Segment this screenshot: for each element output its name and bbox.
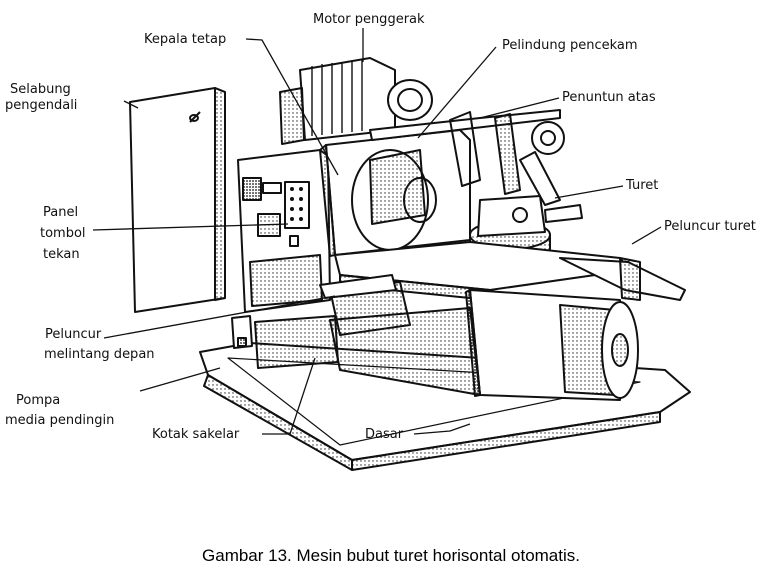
- label-panel: Panel: [43, 205, 79, 220]
- label-kotak-sakelar: Kotak sakelar: [152, 427, 240, 442]
- label-pengendali: pengendali: [5, 98, 78, 113]
- leader-lines: [92, 28, 662, 435]
- label-penuntun-atas: Penuntun atas: [562, 90, 656, 105]
- label-pompa: Pompa: [16, 393, 61, 408]
- headstock: [319, 129, 471, 257]
- figure-caption: Gambar 13. Mesin bubut turet horisontal …: [202, 546, 580, 565]
- label-turet: Turet: [626, 178, 659, 193]
- label-tekan: tekan: [43, 247, 80, 262]
- label-tombol: tombol: [40, 226, 86, 241]
- switch-box: [231, 307, 481, 396]
- drive-motor: [279, 57, 433, 145]
- turret-lathe-illustration: [92, 28, 691, 471]
- label-dasar: Dasar: [365, 427, 404, 442]
- label-pelindung-pencekam: Pelindung pencekam: [502, 38, 638, 53]
- turret: [469, 195, 583, 259]
- label-melintang-depan: melintang depan: [44, 347, 155, 362]
- label-media-pendingin: media pendingin: [5, 413, 115, 428]
- label-peluncur: Peluncur: [45, 327, 102, 342]
- label-selabung: Selabung: [10, 82, 71, 97]
- label-motor-penggerak: Motor penggerak: [313, 12, 425, 27]
- label-peluncur-turet: Peluncur turet: [664, 219, 756, 234]
- label-kepala-tetap: Kepala tetap: [144, 32, 227, 47]
- upper-guide-rail: [369, 109, 565, 206]
- spindle-drum: [465, 289, 639, 401]
- control-cabinet: [129, 87, 226, 313]
- turret-slide: [559, 257, 686, 301]
- control-panel-block: [237, 149, 331, 313]
